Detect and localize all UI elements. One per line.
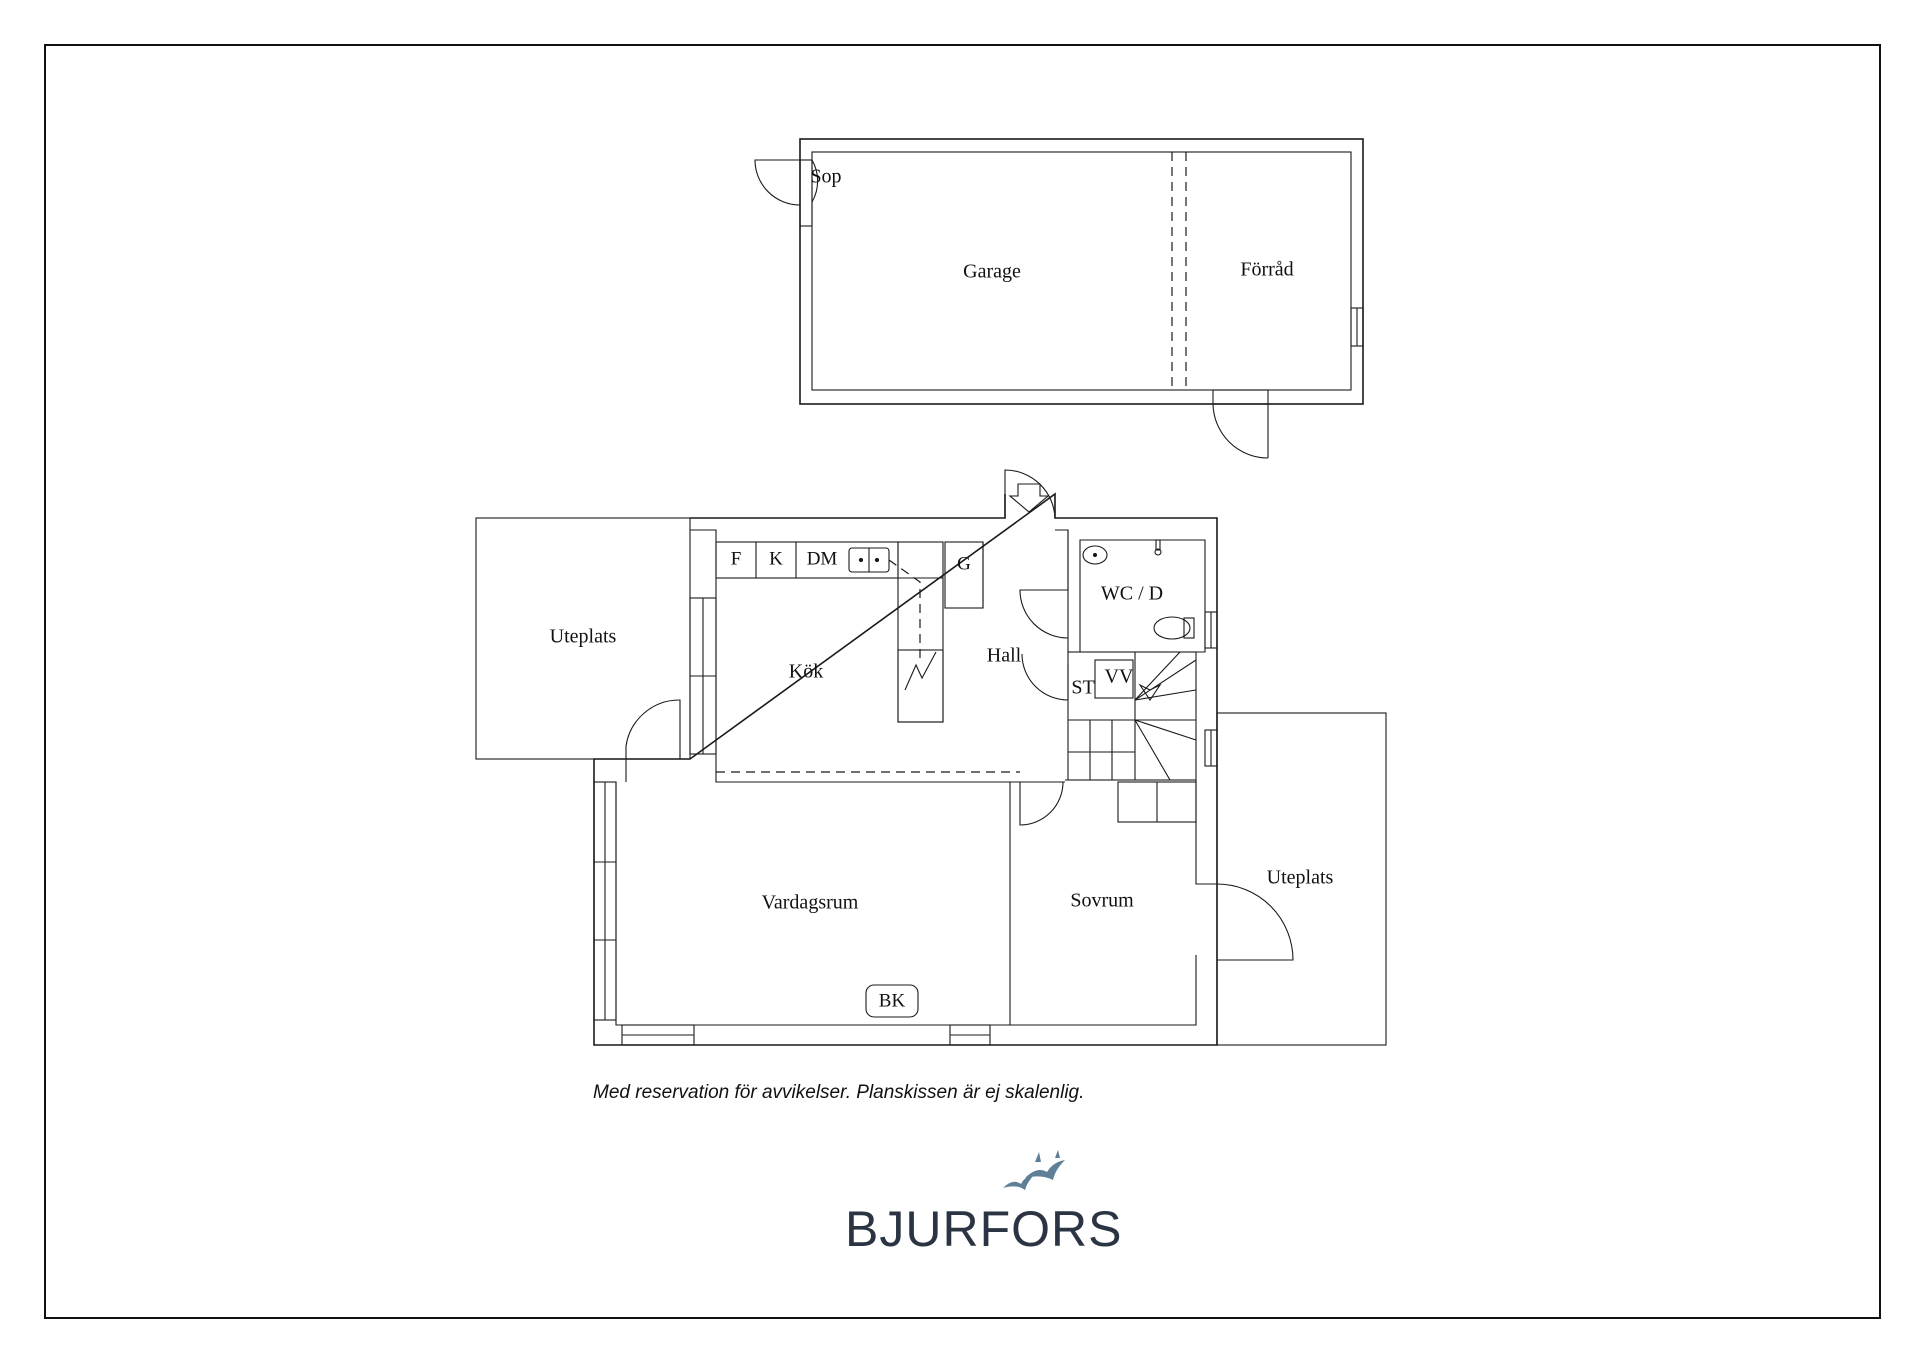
label-vardagsrum: Vardagsrum [762,892,859,914]
brand-name: BJURFORS [845,1201,1123,1257]
fireplace-box [865,984,919,1018]
label-kok: Kök [789,661,823,683]
label-fridge: F [731,548,742,569]
main-house [475,469,1387,1046]
label-wc: WC / D [1101,583,1163,605]
label-hall: Hall [987,645,1022,667]
label-forrad: Förråd [1240,259,1293,281]
birds-icon [1003,1150,1065,1190]
page-frame [44,44,1881,1319]
label-garage: Garage [963,261,1021,283]
label-bk: BK [879,990,906,1011]
label-sovrum: Sovrum [1070,890,1134,912]
label-g: G [957,553,971,574]
label-dishwasher: DM [807,548,838,569]
disclaimer-text: Med reservation för avvikelser. Planskis… [593,1082,1085,1103]
label-st: ST [1071,677,1094,699]
label-freezer: K [769,548,783,569]
label-vv: VV [1105,666,1134,688]
garage-building [754,138,1364,459]
label-uteplats-right: Uteplats [1267,867,1334,889]
brand-logo: BJURFORS [845,1150,1123,1260]
label-uteplats-left: Uteplats [550,626,617,648]
label-sop: Sop [810,166,841,188]
